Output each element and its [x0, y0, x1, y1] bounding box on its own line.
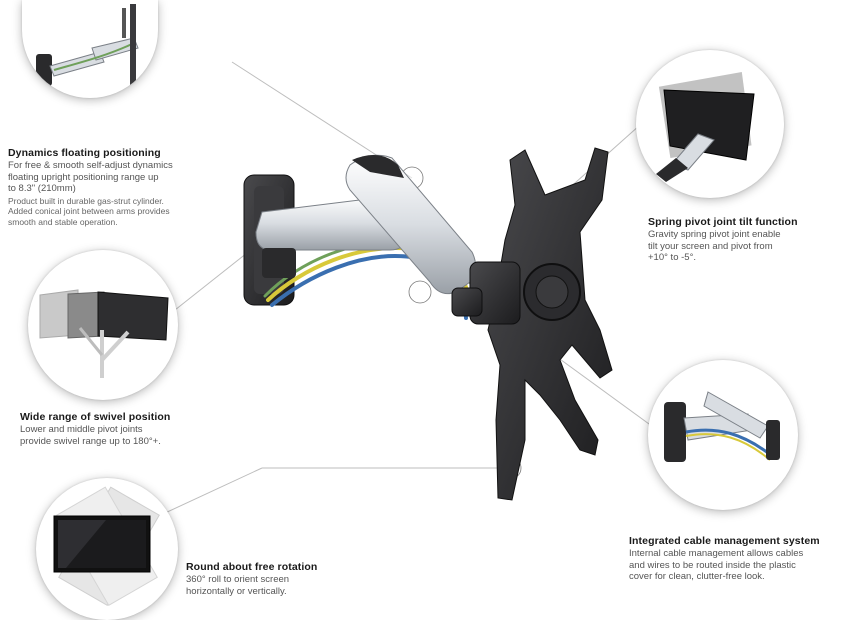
feature-description: For free & smooth self-adjust dynamics f… — [8, 160, 173, 194]
rotated-screen-icon — [53, 486, 160, 606]
tilt-detail-image — [636, 50, 784, 198]
feature-title: Spring pivot joint tilt function — [648, 216, 798, 228]
upper-arm — [345, 154, 476, 295]
feature-title: Dynamics floating positioning — [8, 147, 161, 159]
feature-note: Product built in durable gas-strut cylin… — [8, 195, 170, 227]
feature-description: Gravity spring pivot joint enable tilt y… — [648, 229, 781, 263]
cable-arm-icon — [664, 391, 780, 462]
feature-title: Round about free rotation — [186, 561, 318, 573]
hotspot-middle-icon — [409, 281, 431, 303]
tilt-head — [451, 261, 521, 325]
feature-description: Internal cable management allows cables … — [629, 548, 804, 582]
tilt-screen-icon — [656, 72, 755, 182]
feature-swivel: Wide range of swivel position Lower and … — [20, 411, 240, 447]
feature-dynamics: Dynamics floating positioning For free &… — [8, 147, 248, 227]
feature-description: 360° roll to orient screen horizontally … — [186, 574, 290, 597]
vesa-plate — [487, 147, 613, 501]
callout-line-rotation-left — [149, 467, 263, 521]
rotation-detail-image — [36, 478, 178, 620]
feature-cable: Integrated cable management system Inter… — [629, 535, 844, 583]
feature-description: Lower and middle pivot joints provide sw… — [20, 424, 161, 447]
swivel-monitors-icon — [39, 289, 169, 378]
feature-tilt: Spring pivot joint tilt function Gravity… — [648, 216, 843, 264]
feature-title: Integrated cable management system — [629, 535, 820, 547]
feature-rotation: Round about free rotation 360° roll to o… — [186, 561, 386, 597]
feature-title: Wide range of swivel position — [20, 411, 171, 423]
cable-detail-image — [648, 360, 798, 510]
swivel-detail-image — [28, 250, 178, 400]
arm-detail-icon — [36, 4, 139, 94]
